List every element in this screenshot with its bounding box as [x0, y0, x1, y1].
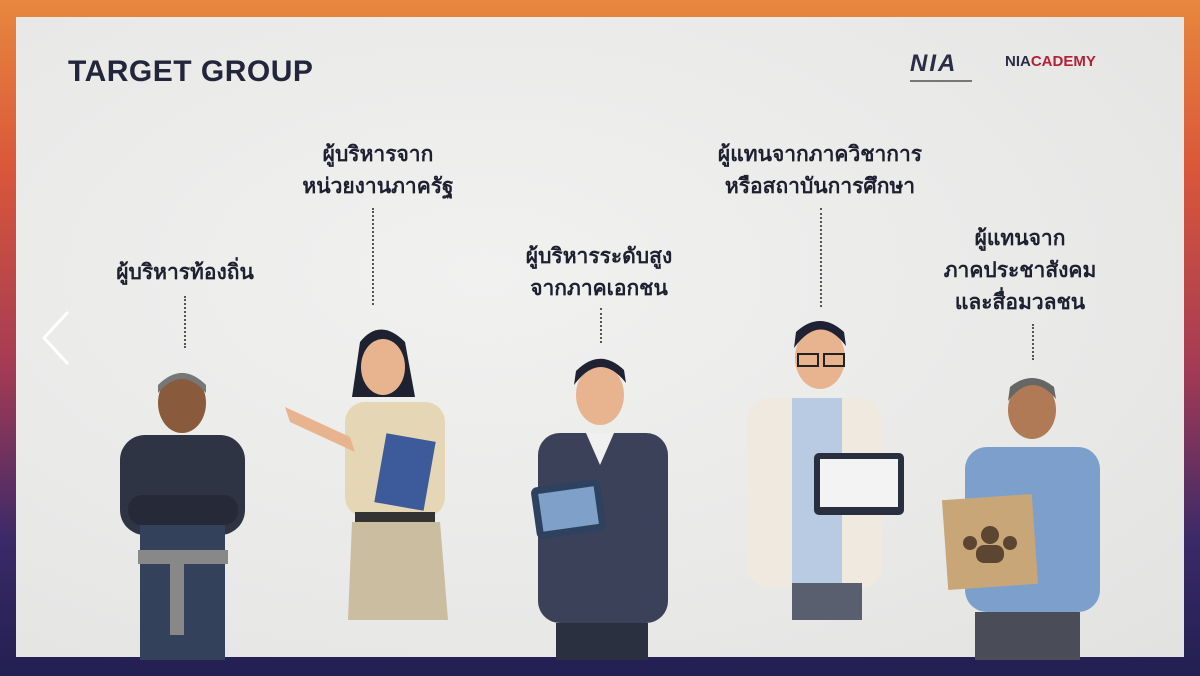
connector-line	[184, 296, 186, 348]
civil-society-representative-illustration	[941, 378, 1100, 660]
nia-logo-tagline-rule	[910, 80, 972, 82]
previous-slide-button[interactable]	[36, 308, 76, 368]
academic-representative-illustration	[747, 321, 904, 620]
group-label-private-sector-executives: ผู้บริหารระดับสูงจากภาคเอกชน	[525, 244, 673, 300]
connector-line	[372, 208, 374, 305]
nia-academy-logo: NIACADEMY	[1005, 53, 1096, 70]
group-label-academic-representatives: ผู้แทนจากภาควิชาการหรือสถาบันการศึกษา	[717, 142, 923, 198]
connector-line	[600, 308, 602, 343]
nia-logo: NIA	[910, 50, 990, 90]
group-label-civil-society-media: ผู้แทนจากภาคประชาสังคมและสื่อมวลชน	[943, 226, 1097, 314]
local-executive-illustration	[120, 373, 245, 660]
slide-title: TARGET GROUP	[68, 55, 314, 88]
connector-line	[1032, 324, 1034, 360]
private-sector-executive-illustration	[531, 358, 668, 660]
group-label-local-executives: ผู้บริหารท้องถิ่น	[116, 260, 254, 284]
group-label-government-executives: ผู้บริหารจากหน่วยงานภาครัฐ	[302, 142, 454, 198]
chevron-left-icon	[41, 310, 70, 366]
government-executive-illustration	[285, 329, 448, 620]
connector-line	[820, 208, 822, 307]
